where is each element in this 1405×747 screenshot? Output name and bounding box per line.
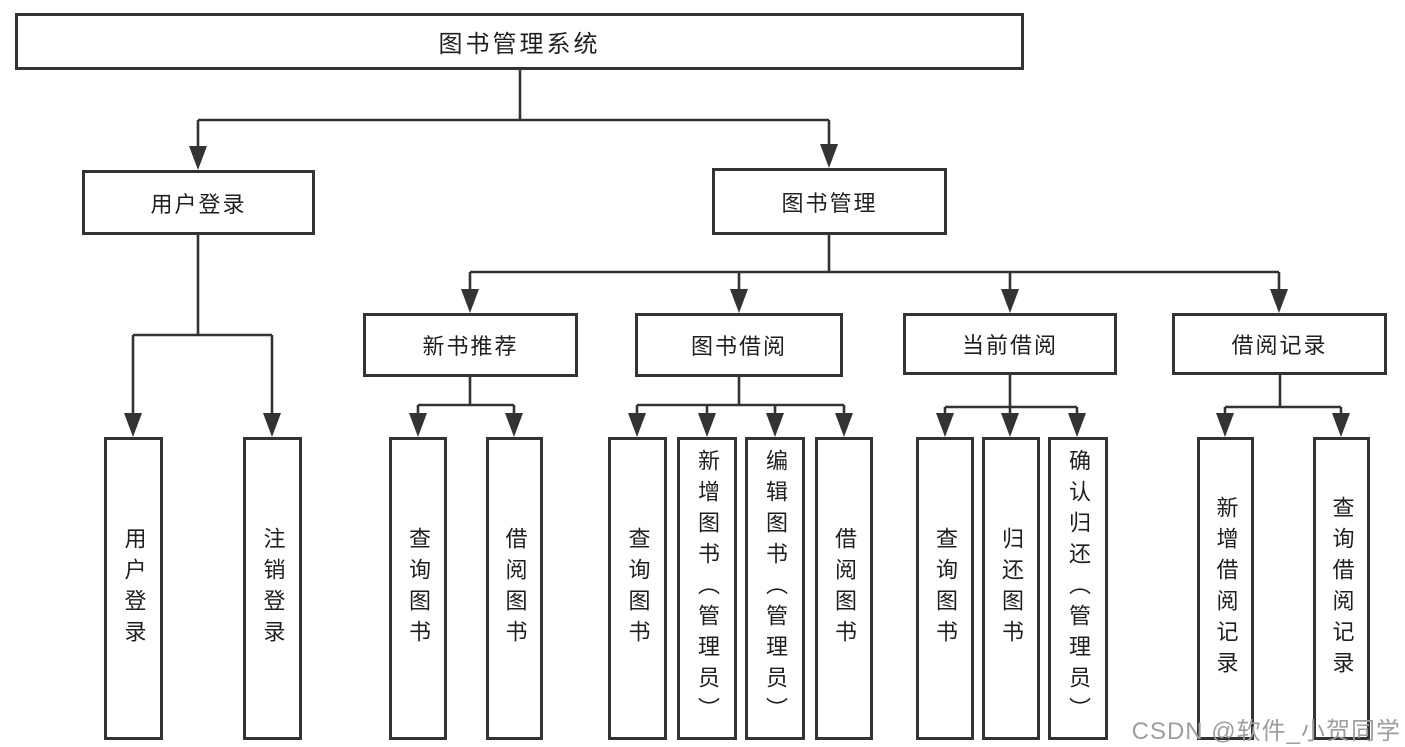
node-borrow-book-b-label: 借阅图书 [832,526,857,651]
connector-book-mgmt-to-level3 [461,235,1288,313]
node-add-borrow-record: 新增借阅记录 [1197,437,1254,740]
node-current-borrow-label: 当前借阅 [961,333,1058,358]
node-logout-leaf: 注销登录 [243,437,302,740]
csdn-watermark: CSDN @软件_小贺同学 [1131,718,1401,745]
connector-book-borrow-to-children [628,377,853,437]
node-confirm-return-admin-label: 确认归还（管理员） [1066,449,1091,728]
node-new-book-rec: 新书推荐 [363,313,578,377]
node-borrow-book-a-label: 借阅图书 [502,526,528,651]
node-root: 图书管理系统 [15,13,1024,70]
node-book-borrow: 图书借阅 [635,313,843,377]
node-query-borrow-record: 查询借阅记录 [1313,437,1370,740]
node-borrow-book-b: 借阅图书 [815,437,873,740]
node-query-book-a: 查询图书 [389,437,447,740]
node-confirm-return-admin: 确认归还（管理员） [1048,437,1108,740]
connector-borrow-record-to-children [1216,375,1350,437]
node-user-login-label: 用户登录 [150,191,247,217]
node-borrow-record: 借阅记录 [1172,313,1387,375]
node-book-borrow-label: 图书借阅 [690,334,787,359]
connector-user-login-to-children [124,235,281,437]
connector-current-borrow-to-children [936,375,1086,437]
node-edit-book-admin: 编辑图书（管理员） [745,437,805,740]
node-current-borrow: 当前借阅 [903,313,1117,375]
node-add-book-admin: 新增图书（管理员） [677,437,737,740]
node-return-book-label: 归还图书 [999,526,1024,651]
node-query-book-c: 查询图书 [916,437,974,740]
node-borrow-book-a: 借阅图书 [486,437,543,740]
connector-root-to-level2 [189,70,838,170]
node-logout-leaf-label: 注销登录 [260,526,286,651]
node-root-label: 图书管理系统 [438,31,601,58]
node-edit-book-admin-label: 编辑图书（管理员） [763,449,788,728]
node-add-borrow-record-label: 新增借阅记录 [1213,495,1239,682]
node-query-book-b: 查询图书 [608,437,667,740]
node-user-login: 用户登录 [82,170,315,235]
node-add-book-admin-label: 新增图书（管理员） [695,449,720,728]
node-query-book-b-label: 查询图书 [625,526,651,651]
connector-new-book-rec-to-children [409,377,523,437]
node-borrow-record-label: 借阅记录 [1231,333,1328,358]
node-query-book-c-label: 查询图书 [933,526,958,651]
node-return-book: 归还图书 [982,437,1040,740]
node-user-login-leaf: 用户登录 [104,437,163,740]
node-book-mgmt-label: 图书管理 [781,190,878,216]
node-user-login-leaf-label: 用户登录 [121,526,147,651]
node-query-book-a-label: 查询图书 [406,526,431,651]
node-new-book-rec-label: 新书推荐 [422,334,519,359]
node-book-mgmt: 图书管理 [712,168,947,235]
node-query-borrow-record-label: 查询借阅记录 [1329,495,1355,682]
